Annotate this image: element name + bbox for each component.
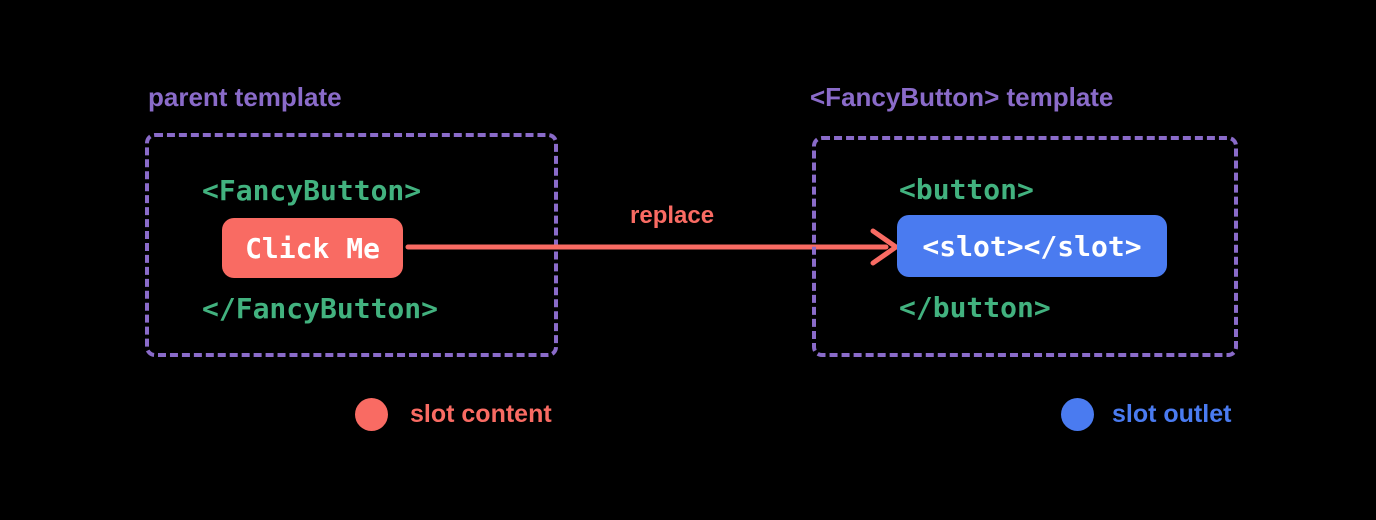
slot-outlet-dot-icon	[1061, 398, 1094, 431]
slot-outlet-box: <slot></slot>	[897, 215, 1167, 277]
fancybutton-template-box	[812, 136, 1238, 357]
fancybutton-template-title: <FancyButton> template	[810, 82, 1114, 112]
replace-label: replace	[630, 202, 715, 229]
slot-content-dot-icon	[355, 398, 388, 431]
slot-outlet-label: slot outlet	[1112, 400, 1232, 428]
slot-outlet-legend: slot outlet	[1061, 398, 1231, 431]
fancybutton-open-tag: <FancyButton>	[202, 174, 422, 207]
button-open-tag: <button>	[899, 173, 1034, 206]
click-me-label: Click Me	[245, 231, 380, 265]
slot-content-label: slot content	[410, 400, 552, 428]
parent-template-title: parent template	[148, 82, 342, 112]
click-me-button: Click Me	[222, 218, 403, 278]
slot-code: <slot></slot>	[922, 229, 1142, 263]
fancybutton-close-tag: </FancyButton>	[202, 292, 439, 325]
slot-content-legend: slot content	[355, 398, 552, 431]
button-close-tag: </button>	[899, 291, 1051, 324]
